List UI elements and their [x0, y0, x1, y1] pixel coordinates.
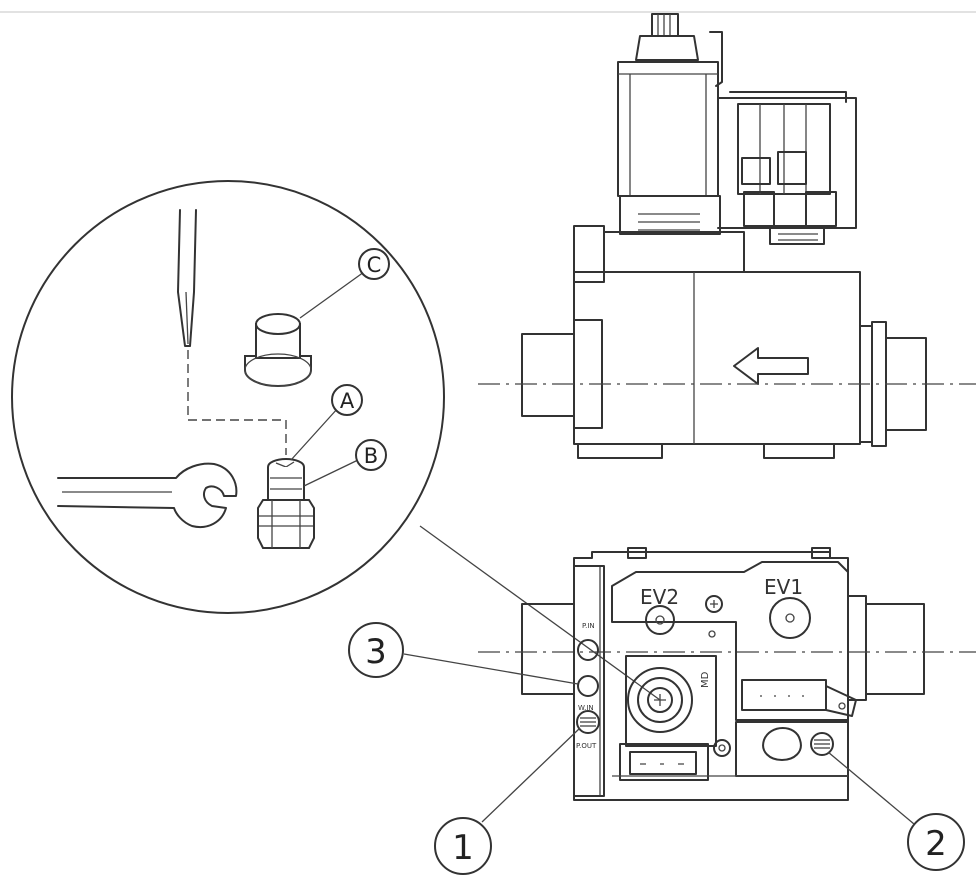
- valve-side-view: [478, 13, 976, 459]
- svg-text:1: 1: [452, 828, 474, 868]
- svg-text:MD: MD: [700, 671, 711, 688]
- pressure-port-out: [576, 710, 600, 734]
- callout-3: 3: [348, 622, 404, 678]
- svg-text:B: B: [364, 444, 378, 468]
- callout-c: C: [358, 248, 390, 280]
- callout-2: 2: [907, 813, 965, 871]
- screwdriver-icon: [177, 209, 197, 347]
- wrench-icon: [57, 462, 238, 528]
- svg-text:P.OUT: P.OUT: [576, 742, 597, 750]
- svg-text:EV2: EV2: [640, 585, 679, 609]
- valve-front-view: P.IN W.IN P.OUT EV2 EV1 MD: [478, 547, 976, 801]
- svg-text:A: A: [340, 389, 355, 413]
- flow-arrow-icon: [733, 347, 809, 385]
- adjust-screw-2: [810, 732, 834, 756]
- svg-text:P.IN: P.IN: [582, 622, 595, 630]
- svg-text:EV1: EV1: [764, 575, 803, 599]
- modulator-screw: [627, 667, 693, 733]
- cap-part: [244, 313, 312, 387]
- svg-text:2: 2: [925, 824, 947, 864]
- adjusting-screw: [257, 458, 315, 549]
- callout-a: A: [331, 384, 363, 416]
- callout-1: 1: [434, 817, 492, 875]
- svg-text:3: 3: [365, 632, 387, 672]
- detail-magnifier: C A B: [11, 180, 445, 614]
- svg-text:C: C: [367, 253, 382, 277]
- svg-text:W.IN: W.IN: [578, 704, 594, 712]
- callout-b: B: [355, 439, 387, 471]
